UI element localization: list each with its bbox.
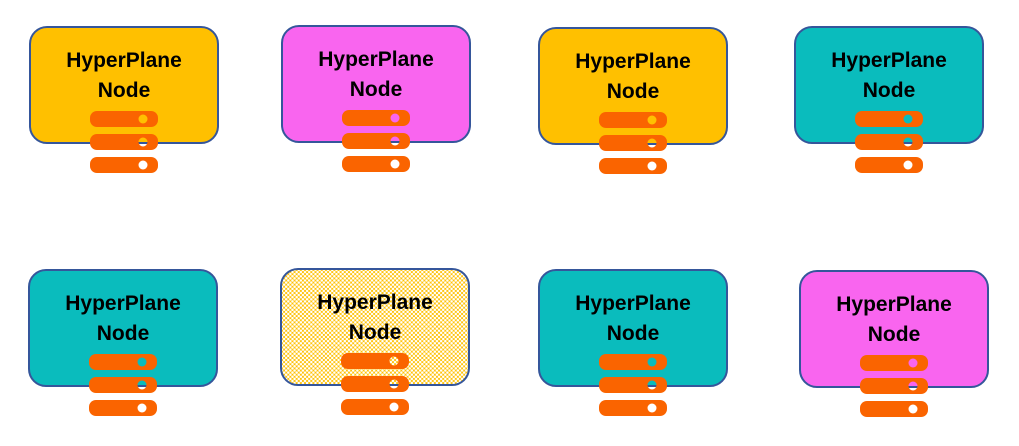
hyperplane-node-6[interactable]: HyperPlane Node <box>280 268 470 415</box>
hyperplane-node-1[interactable]: HyperPlane Node <box>29 26 219 173</box>
hyperplane-node-8[interactable]: HyperPlane Node <box>799 270 989 417</box>
server-stack-icon <box>341 353 409 415</box>
server-stack-icon <box>89 354 157 416</box>
hyperplane-node-4[interactable]: HyperPlane Node <box>794 26 984 173</box>
hyperplane-node-7[interactable]: HyperPlane Node <box>538 269 728 416</box>
server-stack-icon <box>342 110 410 172</box>
hyperplane-node-2[interactable]: HyperPlane Node <box>281 25 471 172</box>
server-stack-icon <box>599 354 667 416</box>
server-stack-icon <box>855 111 923 173</box>
server-stack-icon <box>90 111 158 173</box>
server-stack-icon <box>599 112 667 174</box>
hyperplane-node-3[interactable]: HyperPlane Node <box>538 27 728 174</box>
server-stack-icon <box>860 355 928 417</box>
hyperplane-node-5[interactable]: HyperPlane Node <box>28 269 218 416</box>
